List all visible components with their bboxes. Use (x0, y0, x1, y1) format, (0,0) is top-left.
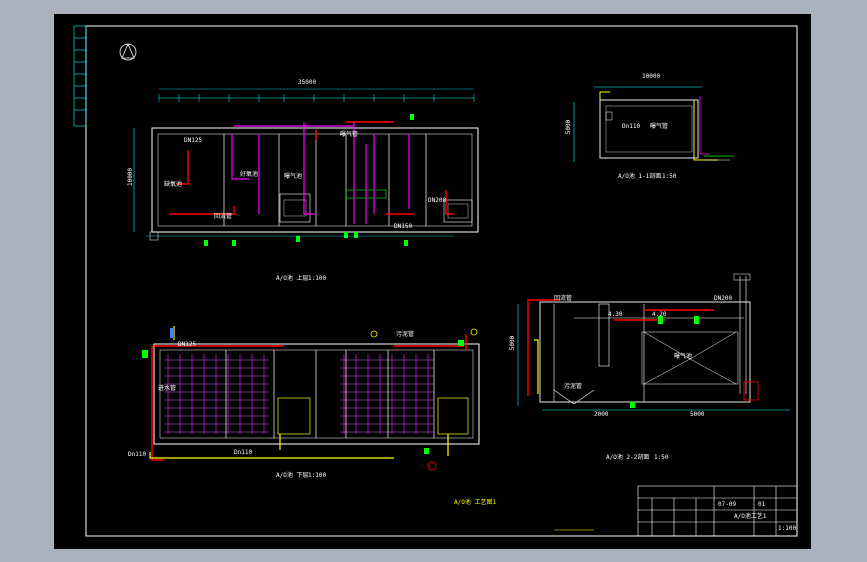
scale-plan-lower: 1:100 (308, 472, 327, 479)
label-chamber: 曝气池 (284, 173, 303, 180)
dim-upper-height: 10000 (127, 167, 135, 187)
pipe-label-dn200: DN200 (428, 197, 447, 204)
cad-drawing (73, 25, 798, 537)
binding-strip (73, 25, 87, 127)
title-block-rev: 01 (758, 501, 766, 508)
drawing-sheet: 35000 10000 A/O池 上层 1:100 DN125 缺氧池 好氧池 … (54, 14, 811, 549)
inner-frame (85, 25, 798, 537)
title-section-1: A/O池 1-1剖面 (618, 173, 662, 180)
plan-upper (133, 88, 479, 246)
title-section-2: A/O池 2-2剖面 (606, 454, 650, 461)
dim-s1-total: 10000 (642, 73, 661, 80)
section-1-1 (573, 86, 734, 162)
label-return-pipe: 回流管 (214, 213, 233, 220)
title-block-date: 07-09 (718, 501, 737, 508)
scale-section-1: 1:50 (662, 173, 677, 180)
title-plan-lower: A/O池 下层 (276, 472, 309, 479)
lower-pipe-dn110-b: Dn110 (234, 449, 253, 456)
dim-s1-height: 5000 (565, 119, 573, 135)
label-aeration: 曝气管 (340, 131, 359, 138)
pipe-label-dn125: DN125 (184, 137, 203, 144)
s2-pipe-dn20: DN200 (714, 295, 733, 302)
label-oxic: 好氧池 (240, 171, 259, 178)
title-block (637, 485, 798, 537)
scale-plan-upper: 1:100 (308, 275, 327, 282)
scale-section-2: 1:50 (654, 454, 669, 461)
level-1: 4.30 (608, 311, 623, 318)
main-title: A/O池 工艺图1 (454, 499, 497, 506)
level-2: 4.20 (652, 311, 667, 318)
lower-pipe-dn125: DN125 (178, 341, 197, 348)
label-anoxic: 缺氧池 (164, 181, 183, 188)
lower-label-sludge: 污泥管 (396, 331, 415, 338)
dim-s2-left: 2000 (594, 411, 609, 418)
title-block-drawing-no: A/O池工艺1 (734, 513, 767, 520)
dim-s2-right: 5000 (690, 411, 705, 418)
dim-upper-total: 35000 (298, 79, 317, 86)
title-plan-upper: A/O池 上层 (276, 275, 309, 282)
lower-label-water: 进水管 (158, 385, 177, 392)
s2-label-chamber: 曝气池 (674, 353, 693, 360)
north-arrow-icon (119, 42, 137, 61)
s2-label-return: 回流管 (554, 295, 573, 302)
title-block-scale: 1:100 (778, 525, 797, 532)
section-2-2 (517, 273, 790, 411)
plan-lower (142, 326, 480, 471)
s1-pipe-dn110: Dn110 (622, 123, 641, 130)
lower-pipe-dn110: Dn110 (128, 451, 147, 458)
dim-s2-height: 5000 (509, 335, 517, 351)
s2-label-sludge: 污泥管 (564, 383, 583, 390)
s1-label-aeration: 曝气管 (650, 123, 669, 130)
pipe-label-dn150: DN150 (394, 223, 413, 230)
